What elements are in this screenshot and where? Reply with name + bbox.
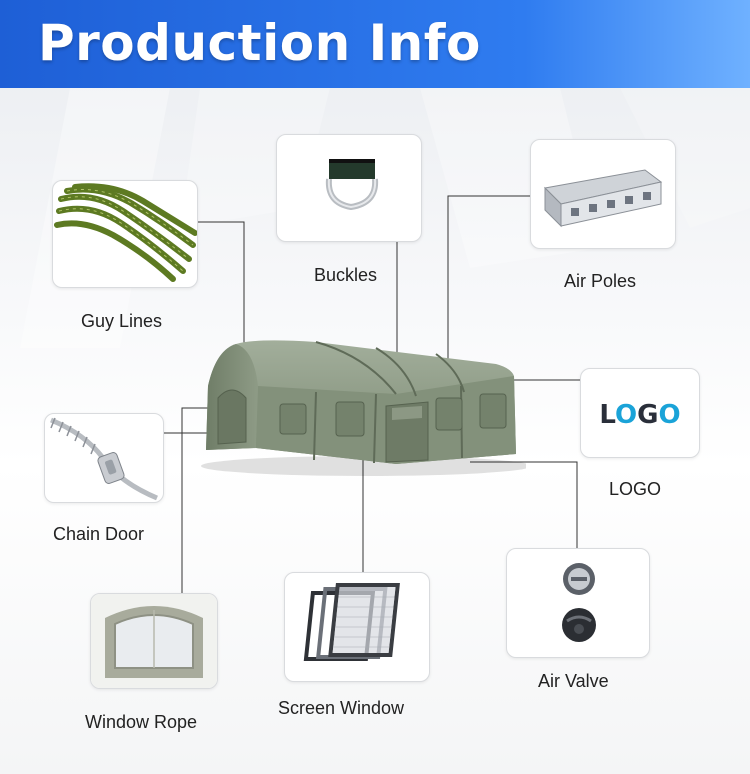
zipper-icon [50, 417, 158, 501]
rope-coil-icon [54, 183, 197, 282]
header-banner: Production Info [0, 0, 750, 88]
logo-card[interactable]: LOGO [580, 368, 700, 458]
d-ring-buckle-icon [325, 159, 379, 211]
air-poles-label: Air Poles [564, 271, 637, 291]
buckles-card[interactable] [276, 134, 422, 242]
logo-badge-text: LOGO [599, 400, 680, 430]
window-rope-label: Window Rope [85, 712, 198, 732]
screen-mesh-icon [303, 583, 400, 661]
guy-lines-card[interactable] [52, 180, 198, 288]
air-valve-card[interactable] [506, 548, 650, 658]
chain-door-label: Chain Door [53, 524, 145, 544]
buckles-label: Buckles [314, 265, 378, 285]
screen-window-label: Screen Window [278, 698, 405, 718]
screen-window-card[interactable] [284, 572, 430, 682]
logo-badge-icon: LOGO [599, 400, 680, 430]
logo-label: LOGO [609, 479, 662, 499]
page-title: Production Info [38, 14, 481, 72]
window-rope-card[interactable] [90, 593, 218, 689]
air-poles-card[interactable] [530, 139, 676, 249]
chain-door-card[interactable] [44, 413, 164, 503]
air-valve-label: Air Valve [538, 671, 609, 691]
air-valve-icon [562, 563, 596, 642]
guy-lines-label: Guy Lines [81, 311, 163, 331]
window-panel-icon [91, 594, 217, 688]
air-pole-frame-icon [543, 169, 663, 228]
inflatable-tent-image [201, 340, 526, 476]
